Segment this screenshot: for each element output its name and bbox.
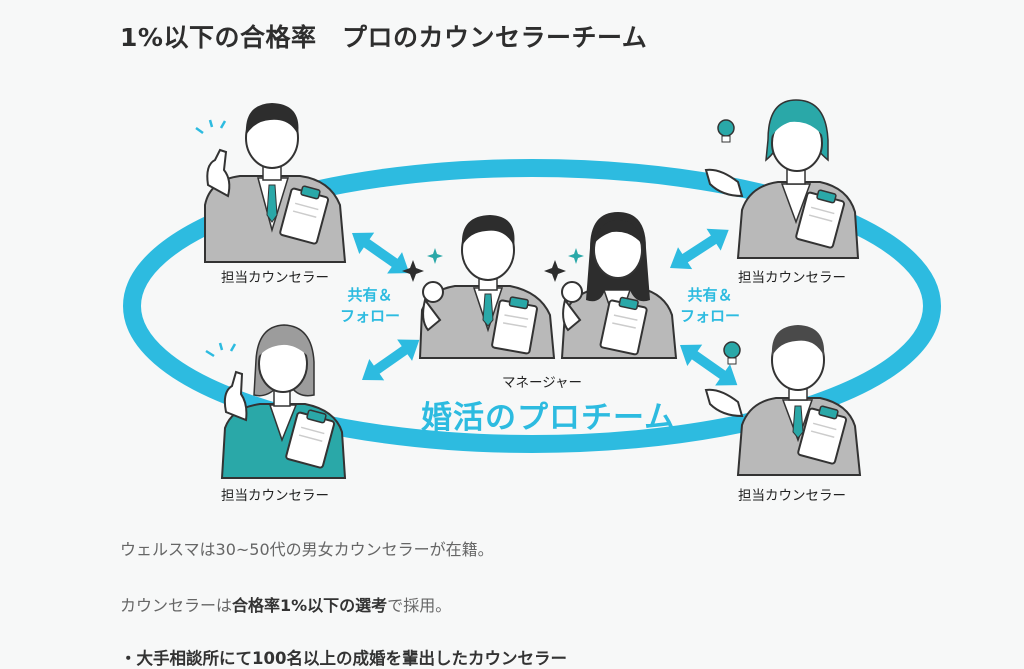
share-arrow-left-bottom <box>354 329 427 391</box>
para-text: カウンセラーは <box>120 596 233 615</box>
counselor-label-bottom-right: 担当カウンセラー <box>738 488 846 504</box>
manager-man <box>402 215 556 359</box>
counselor-label-top-right: 担当カウンセラー <box>738 270 846 286</box>
paragraph-counselors: ウェルスマは30~50代の男女カウンセラーが在籍。 <box>120 540 494 559</box>
team-name: 婚活のプロチーム <box>421 400 677 436</box>
para-text: で採用。 <box>387 596 452 615</box>
team-ring <box>123 159 941 453</box>
page-title: 1%以下の合格率 プロのカウンセラーチーム <box>120 23 648 52</box>
share-line1: 共有＆ <box>347 286 393 304</box>
share-line2: フォロー <box>680 307 741 325</box>
share-arrow-left-top <box>344 222 417 284</box>
share-arrow-right-top <box>662 218 736 279</box>
paragraph-selection: カウンセラーは合格率1%以下の選考で採用。 <box>120 592 451 616</box>
share-follow-label-left: 共有＆ フォロー <box>340 285 400 327</box>
counselor-bottom-left <box>205 324 347 479</box>
para-bold: 合格率1%以下の選考 <box>232 596 388 615</box>
manager-label: マネージャー <box>502 375 583 391</box>
share-follow-label-right: 共有＆ フォロー <box>680 285 740 327</box>
share-line2: フォロー <box>340 307 401 325</box>
counselor-label-bottom-left: 担当カウンセラー <box>221 488 329 504</box>
counselor-top-right <box>704 99 860 259</box>
counselor-top-left <box>195 103 347 263</box>
bullet-item: ・大手相談所にて100名以上の成婚を輩出したカウンセラー <box>120 649 567 668</box>
counselor-bottom-right <box>704 325 862 476</box>
counselor-label-top-left: 担当カウンセラー <box>221 270 329 286</box>
manager-woman <box>544 212 678 359</box>
share-line1: 共有＆ <box>687 286 733 304</box>
